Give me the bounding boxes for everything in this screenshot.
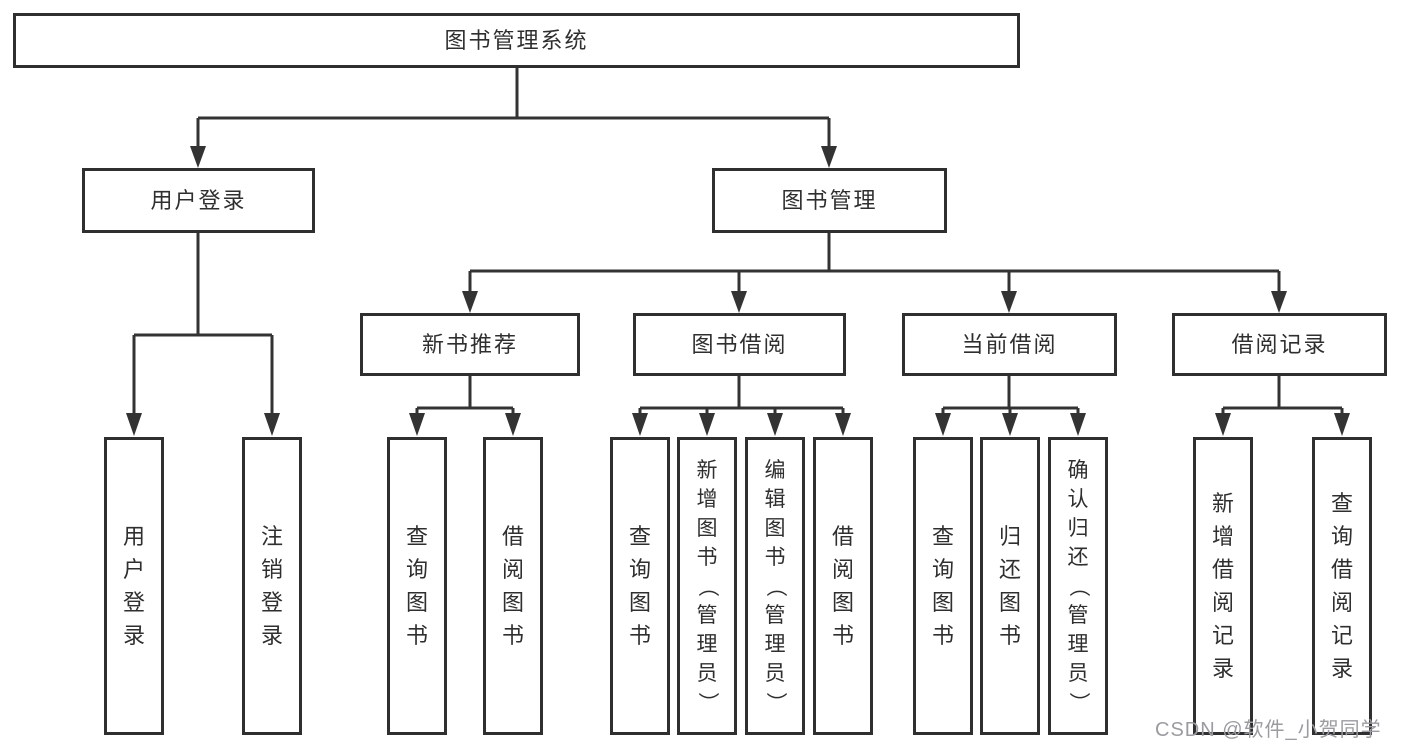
node-book-borrow: 图书借阅 [633,313,846,376]
leaf-add-books-admin: 新增图书（管理员） [677,437,737,735]
leaf-query-books-borrow: 查询图书 [610,437,670,735]
node-root: 图书管理系统 [13,13,1020,68]
node-book-management: 图书管理 [712,168,947,233]
leaf-borrow-books: 借阅图书 [813,437,873,735]
leaf-confirm-return-admin: 确认归还（管理员） [1048,437,1108,735]
node-new-book-recommend: 新书推荐 [360,313,580,376]
leaf-query-books-current: 查询图书 [913,437,973,735]
leaf-user-login: 用户登录 [104,437,164,735]
leaf-query-borrow-record: 查询借阅记录 [1312,437,1372,735]
leaf-borrow-books-recommend: 借阅图书 [483,437,543,735]
node-current-borrow: 当前借阅 [902,313,1117,376]
csdn-watermark: CSDN @软件_小贺同学 [1155,719,1382,741]
leaf-logout: 注销登录 [242,437,302,735]
leaf-query-books-recommend: 查询图书 [387,437,447,735]
node-user-login: 用户登录 [82,168,315,233]
leaf-return-books: 归还图书 [980,437,1040,735]
leaf-add-borrow-record: 新增借阅记录 [1193,437,1253,735]
node-borrow-records: 借阅记录 [1172,313,1387,376]
leaf-edit-books-admin: 编辑图书（管理员） [745,437,805,735]
arrowheads [126,146,1350,436]
